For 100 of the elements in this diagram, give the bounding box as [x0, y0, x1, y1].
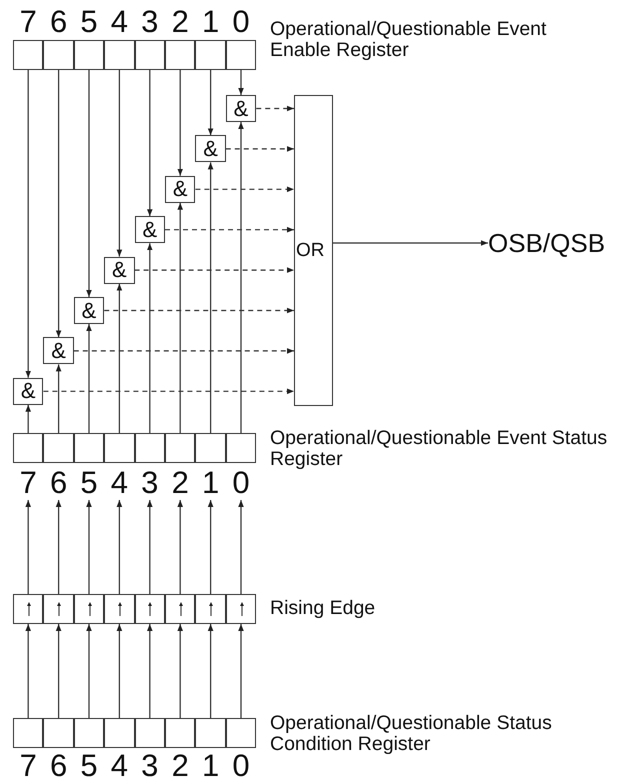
- bit-number: 2: [170, 749, 190, 782]
- register-cell: [43, 40, 74, 70]
- dashed-arrow: [104, 308, 294, 314]
- register-cell: [13, 433, 44, 463]
- arrow: [25, 70, 31, 378]
- bit-number: 4: [104, 466, 135, 500]
- arrow: [147, 624, 153, 718]
- arrow: [177, 624, 183, 718]
- arrow: [238, 624, 244, 718]
- arrow: [25, 404, 31, 433]
- and-gate-box: [134, 216, 165, 244]
- register-cell: [104, 40, 135, 70]
- register-cell: [226, 40, 256, 70]
- bit-number: 1: [200, 5, 220, 39]
- arrow: [147, 500, 153, 594]
- and-gate-box: [195, 135, 226, 162]
- dashed-arrow: [134, 267, 294, 273]
- register-cell: [43, 433, 74, 463]
- bit-number: 3: [140, 749, 160, 782]
- arrow: [56, 364, 62, 433]
- register-name: Operational/Questionable Event Enable Register: [270, 19, 548, 61]
- arrow: [208, 70, 214, 136]
- bit-number: 4: [110, 5, 129, 39]
- gate-symbol: &: [142, 216, 158, 243]
- gate-symbol: &: [51, 338, 66, 364]
- gate-symbol: &: [234, 96, 248, 122]
- rising-edge-cell: [43, 594, 74, 624]
- dashed-arrow: [165, 226, 294, 232]
- bit-number: 3: [140, 5, 160, 39]
- and-gate-box: [74, 297, 104, 324]
- and-gate-box: [226, 95, 256, 122]
- dashed-arrow: [195, 186, 294, 192]
- arrow: [238, 122, 244, 433]
- register-cell: [226, 718, 256, 748]
- arrow: [333, 240, 488, 246]
- bit-number: 7: [18, 5, 38, 39]
- arrow: [208, 500, 214, 594]
- or-gate-box: [294, 95, 333, 406]
- register-name: Operational/Questionable Status Condition Register: [270, 713, 553, 755]
- arrow: [56, 500, 62, 594]
- register-cell: [134, 433, 165, 463]
- and-gate-box: [13, 378, 44, 405]
- register-cell: [226, 433, 256, 463]
- register-cell: [13, 718, 44, 748]
- arrow: [25, 500, 31, 594]
- arrow: [208, 162, 214, 433]
- arrow: [86, 500, 92, 594]
- register-cell: [165, 433, 196, 463]
- gate-label: OR: [296, 240, 324, 262]
- arrow: [177, 70, 183, 176]
- arrow: [116, 624, 122, 718]
- arrow: [86, 324, 92, 433]
- dashed-arrow: [74, 348, 294, 354]
- dashed-arrow: [256, 106, 294, 112]
- register-cell: [104, 718, 135, 748]
- register-cell: [104, 433, 135, 463]
- bit-number: 0: [231, 749, 251, 782]
- rising-edge-cell: [195, 594, 226, 624]
- register-cell: [74, 718, 104, 748]
- arrow: [177, 500, 183, 594]
- arrow: [147, 70, 153, 216]
- output-label: OSB/QSB: [488, 226, 628, 260]
- register-cell: [165, 40, 196, 70]
- register-name: Rising Edge: [270, 598, 376, 619]
- arrow: [86, 70, 92, 297]
- bit-number: 3: [134, 466, 165, 500]
- bit-number: 6: [48, 749, 68, 782]
- bit-number: 5: [74, 466, 104, 500]
- gate-symbol: &: [172, 176, 188, 202]
- gate-symbol: &: [112, 257, 127, 284]
- bit-number: 0: [231, 5, 251, 39]
- register-cell: [195, 40, 226, 70]
- arrow: [147, 243, 153, 433]
- register-cell: [195, 718, 226, 748]
- register-cell: [195, 433, 226, 463]
- and-gate-box: [165, 176, 196, 203]
- rising-edge-cell: [74, 594, 104, 624]
- rising-edge-cell: [165, 594, 196, 624]
- register-cell: [74, 40, 104, 70]
- register-cell: [43, 718, 74, 748]
- bit-number: 5: [79, 5, 99, 39]
- arrow: [116, 284, 122, 433]
- register-cell: [165, 718, 196, 748]
- bit-number: 2: [170, 5, 190, 39]
- bit-number: 6: [48, 5, 68, 39]
- rising-edge-cell: [226, 594, 256, 624]
- arrow: [208, 624, 214, 718]
- rising-edge-cell: [13, 594, 44, 624]
- dashed-arrow: [226, 146, 294, 152]
- bit-number: 1: [200, 749, 220, 782]
- bit-number: 7: [13, 466, 44, 500]
- arrow: [86, 624, 92, 718]
- register-cell: [134, 718, 165, 748]
- bit-number: 0: [226, 466, 256, 500]
- register-cell: [134, 40, 165, 70]
- arrow: [238, 500, 244, 594]
- arrow: [56, 70, 62, 338]
- bit-number: 7: [18, 749, 38, 782]
- register-cell: [74, 433, 104, 463]
- bit-number: 5: [79, 749, 99, 782]
